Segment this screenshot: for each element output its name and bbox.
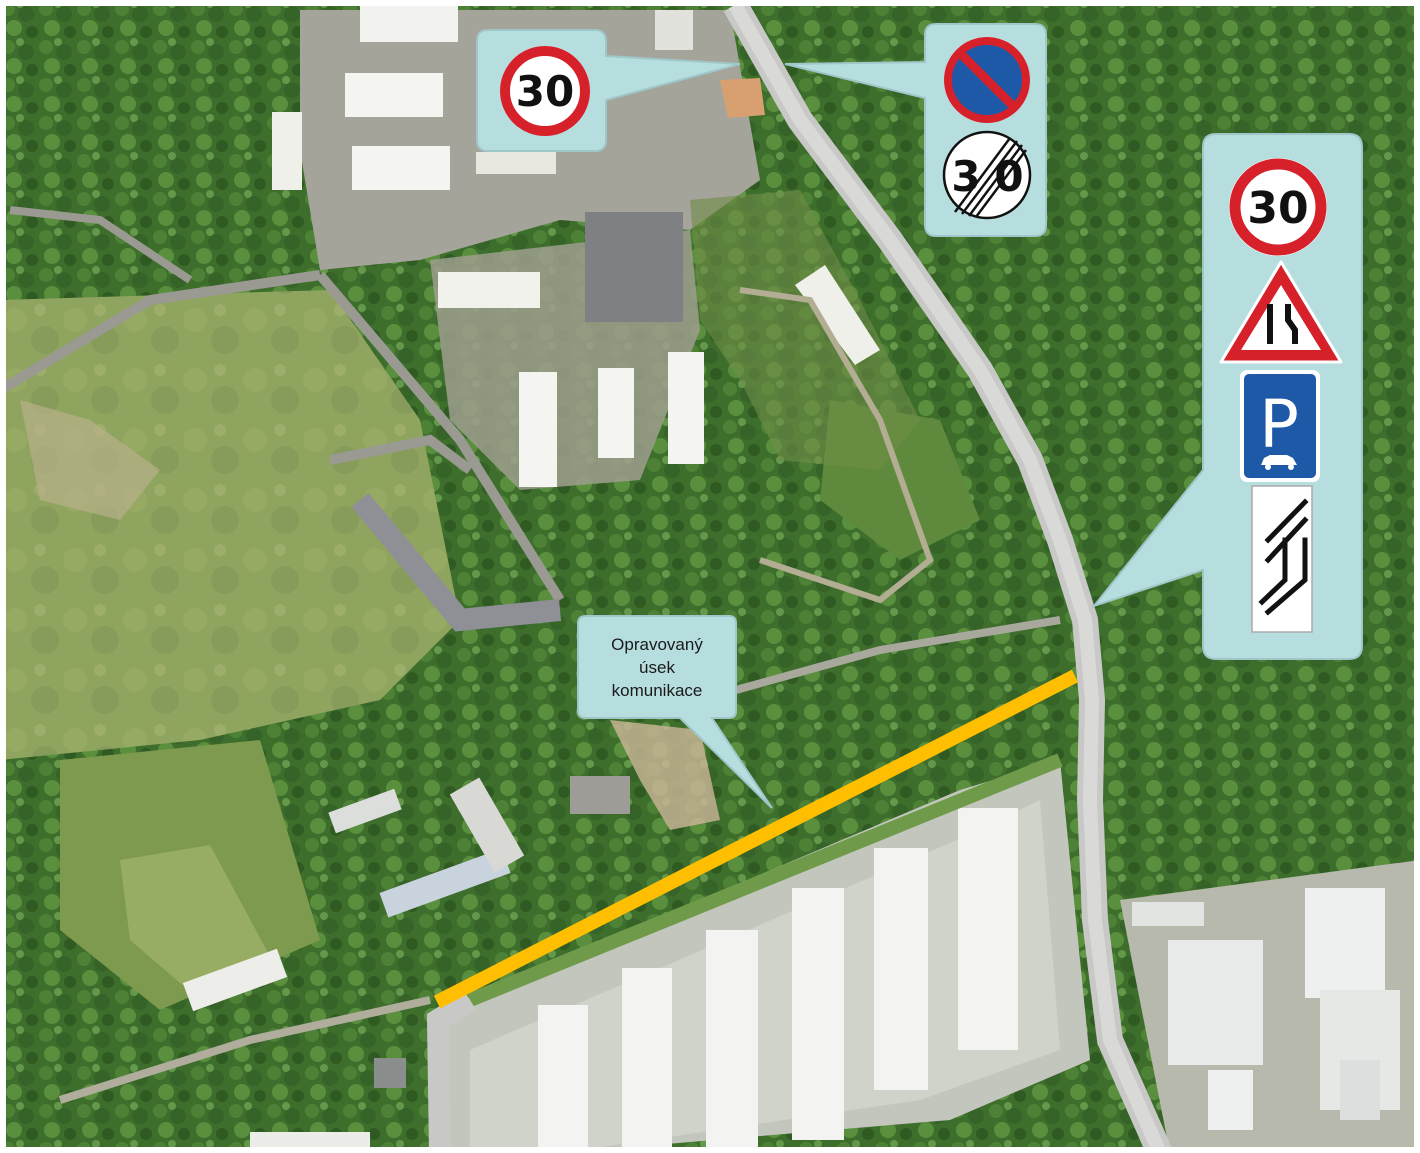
svg-text:30: 30	[1247, 183, 1308, 234]
label-line-3: komunikace	[611, 680, 703, 700]
direction-chevron-board	[1251, 485, 1313, 633]
svg-text:P: P	[1259, 386, 1299, 463]
no-parking-sign	[944, 37, 1030, 123]
label-line-2: úsek	[639, 657, 675, 677]
grass-field	[0, 290, 980, 1010]
callout-no-parking-end-limit: 3 0	[784, 23, 1047, 237]
southeast-buildings	[1120, 860, 1420, 1153]
speed-limit-30-sign-east: 30	[1229, 158, 1327, 256]
road-narrows-warning-sign	[1219, 260, 1343, 364]
end-speed-limit-30-sign: 3 0	[942, 130, 1032, 220]
callout-repaired-segment	[577, 615, 773, 809]
south-industrial-area	[440, 753, 1090, 1153]
southwest-buildings	[182, 720, 720, 1153]
callout-speed-limit: 30	[476, 29, 741, 152]
parking-sign: P	[1240, 370, 1320, 482]
north-compound	[272, 6, 920, 490]
speed-limit-30-sign: 30	[500, 46, 590, 136]
local-roads	[0, 206, 1061, 1104]
svg-text:30: 30	[516, 67, 574, 116]
callout-sign-stack: 30 P	[1091, 133, 1363, 660]
repaired-road-segment[interactable]	[433, 669, 1079, 1009]
side-road	[426, 990, 476, 1153]
repaired-segment-label: Opravovaný úsek komunikace	[578, 616, 736, 718]
svg-text:3: 3	[951, 152, 980, 201]
label-line-1: Opravovaný	[611, 634, 703, 654]
